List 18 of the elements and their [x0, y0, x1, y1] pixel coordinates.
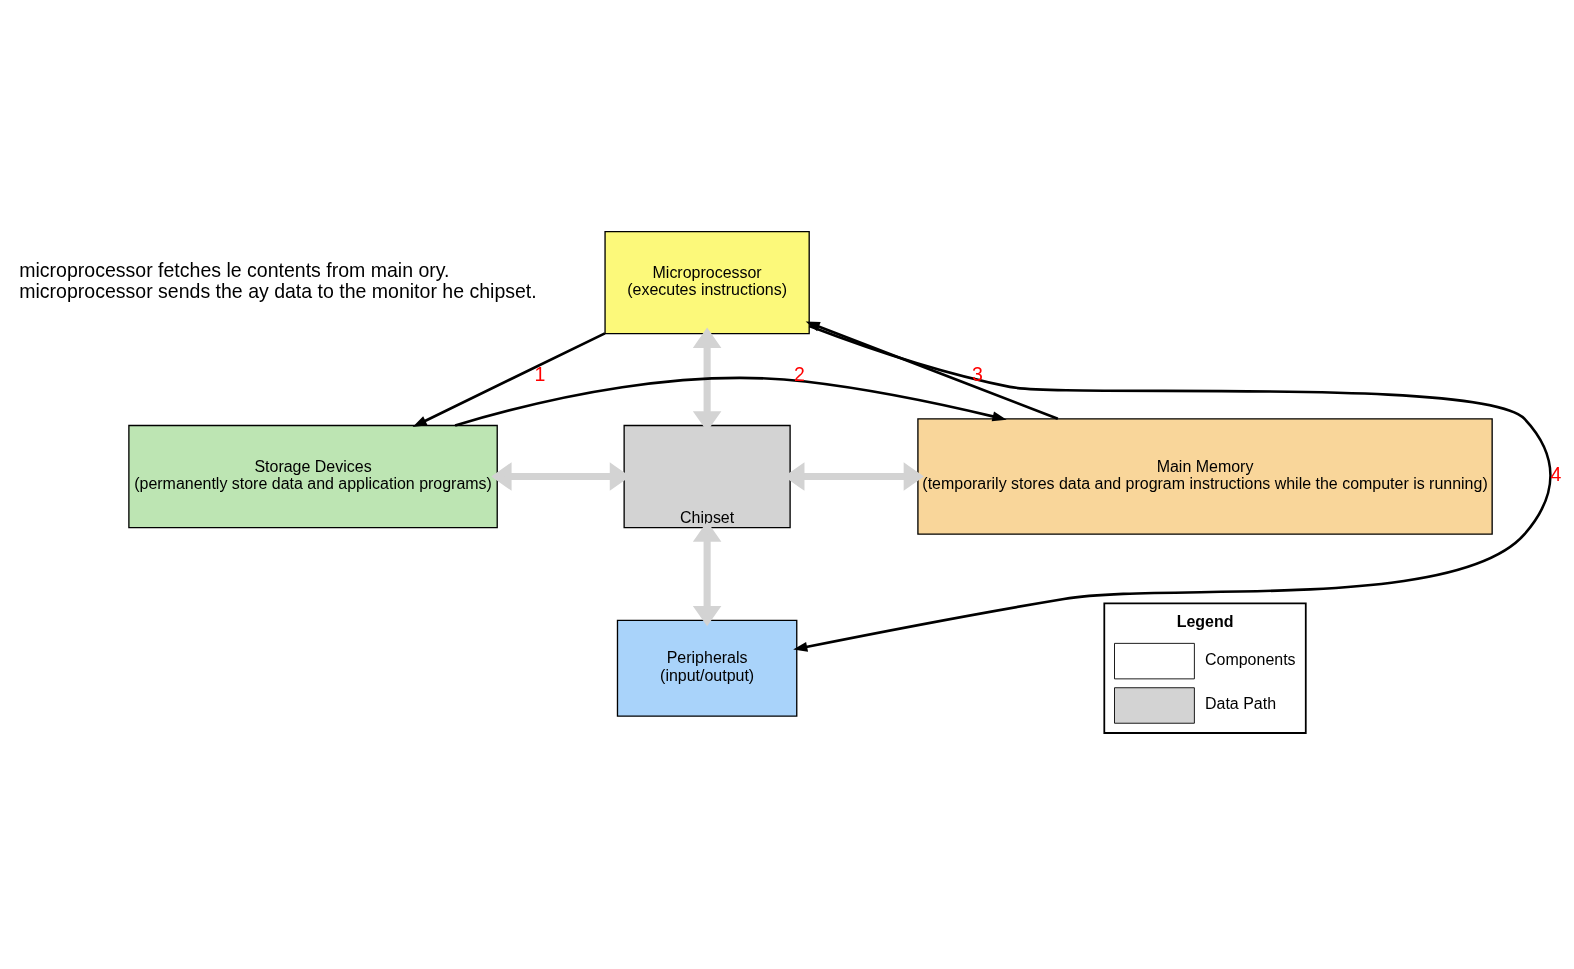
node-box: Peripherals (input/output): [616, 619, 798, 717]
legend-label: Components: [1205, 651, 1296, 669]
arrow: [412, 332, 606, 428]
legend-label: Data Path: [1205, 695, 1277, 713]
arrow: [793, 324, 1552, 652]
label: Legend: [1176, 612, 1234, 630]
edge-label: 2: [794, 363, 805, 386]
node-box: Microprocessor (executes instructions): [604, 230, 810, 335]
edge-label: 1: [534, 363, 546, 386]
node-box: Storage Devices (permanently store data and application programs): [128, 424, 498, 529]
label: microprocessor sends the ay data to the monitor he chipset.: [19, 280, 537, 303]
node-box: Chipset: [623, 424, 791, 529]
edge-label: 4: [1550, 463, 1562, 486]
arrow: [454, 376, 1007, 427]
arrow: [692, 521, 722, 627]
arrow: [805, 321, 1059, 421]
label: microprocessor fetches le contents from main ory.: [19, 258, 450, 281]
node-box: Main Memory (temporarily stores data and program instructions while the computer is running): [917, 418, 1493, 535]
